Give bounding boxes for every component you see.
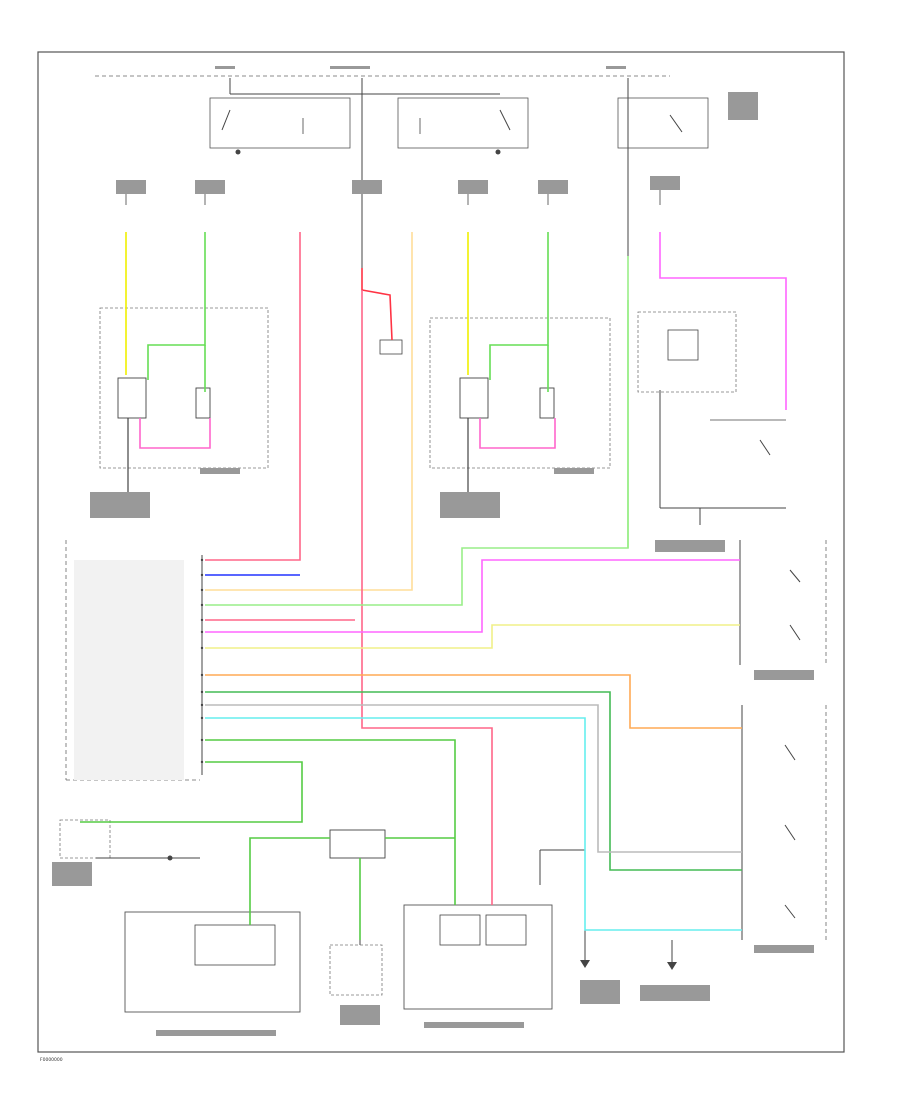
wire-pink-right [479, 418, 556, 449]
fog-relay-coil [667, 329, 699, 361]
diagram-border [37, 51, 845, 1053]
fuse-block-left [209, 97, 351, 149]
relay-switch-far-right [669, 114, 683, 133]
passenger-module-inner [194, 924, 276, 966]
ambient-sensor-node [167, 855, 173, 861]
wire-orange-hl [205, 674, 742, 729]
cluster-gauge-left [439, 914, 481, 946]
fuse-block-right [397, 97, 529, 149]
relay-switch-left [221, 109, 231, 131]
dimmer-box [329, 944, 383, 996]
wire-tan-bcm [205, 232, 413, 591]
right-headlamp-box [429, 317, 611, 469]
wire-magenta-fog-1 [659, 232, 787, 410]
page-code: F0000000 [40, 1057, 63, 1063]
bcm-connector-pins [200, 558, 204, 764]
wire-green-passenger [249, 837, 330, 925]
wire-pink-left [139, 418, 211, 449]
left-headlamp-leveler [195, 387, 211, 419]
wire-red-bcm [205, 232, 301, 561]
hl-switch-contact-2 [784, 824, 796, 841]
fuse-block-far-right [617, 97, 709, 149]
wire-darkgreen-hl [205, 691, 742, 871]
splice-block-center [379, 339, 403, 355]
mf-switch-contact-1 [789, 569, 801, 583]
wire-green-bcm-2 [205, 300, 629, 606]
wire-yellow-mf [205, 624, 740, 649]
wire-green-left [147, 232, 206, 380]
left-headlamp-lamp [117, 377, 147, 419]
hl-switch-contact-1 [784, 744, 796, 761]
hl-switch-contact-3 [784, 904, 796, 919]
fog-switch-contact [759, 439, 771, 456]
passenger-module-box [124, 911, 301, 1013]
wire-magenta-fog-2 [205, 559, 740, 633]
cluster-gauge-right [485, 914, 527, 946]
center-splice-pack [329, 829, 386, 859]
wire-red-center [361, 268, 393, 341]
ambient-sensor-box [59, 819, 111, 859]
splice-node-right [495, 149, 501, 155]
wire-pink-cluster [361, 290, 493, 905]
instrument-cluster-box [403, 904, 553, 1010]
wire-cyan-hl [205, 717, 742, 931]
wire-green-right [489, 232, 549, 380]
tiny-label-marks [52, 66, 814, 1036]
mf-switch-contact-2 [789, 624, 801, 641]
right-headlamp-lamp [459, 377, 489, 419]
wire-green-cluster [205, 739, 456, 905]
left-headlamp-box [99, 307, 269, 469]
right-headlamp-leveler [539, 387, 555, 419]
wire-gray-hl [205, 704, 742, 853]
wire-green-splice-2 [80, 761, 303, 823]
fog-relay-box [637, 311, 737, 393]
cluster-ground-arrow [580, 960, 590, 968]
relay-switch-right [499, 109, 511, 131]
headlamp-switch-ground-arrow [667, 962, 677, 970]
splice-node-left [235, 149, 241, 155]
